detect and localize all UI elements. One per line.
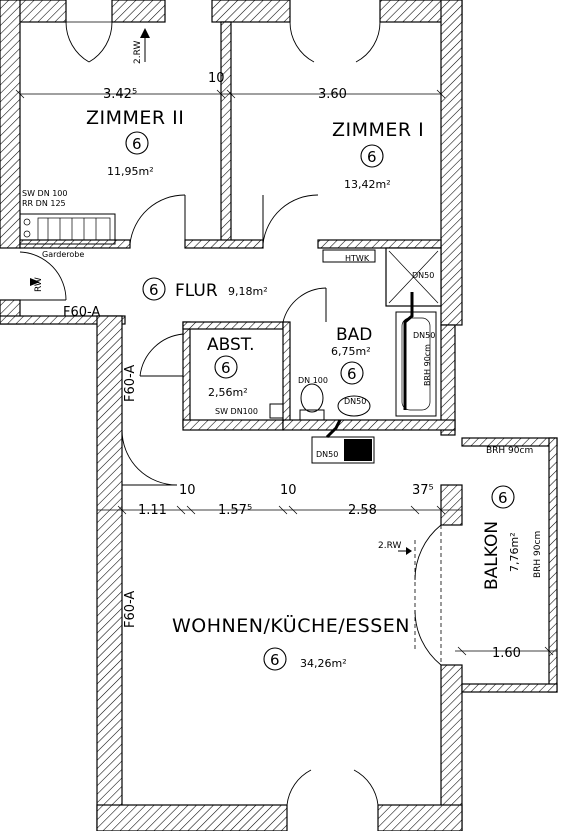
room-name-bad: BAD xyxy=(336,325,372,345)
dimension-lines xyxy=(15,89,557,656)
room-name-wohnen: WOHNEN/KÜCHE/ESSEN xyxy=(172,614,410,637)
label-brh-tub: BRH 90cm xyxy=(423,344,432,386)
label-sw-dn100: SW DN 100 xyxy=(22,189,68,198)
label-rr-dn125: RR DN 125 xyxy=(22,199,66,208)
room-code-bad: 6 xyxy=(347,365,357,383)
room-area-flur: 9,18m² xyxy=(228,285,268,298)
label-garderobe: Garderobe xyxy=(42,250,84,259)
room-area-wohnen: 34,26m² xyxy=(300,657,347,670)
room-name-flur: FLUR xyxy=(175,281,218,301)
label-dn50-kitchen: DN50 xyxy=(316,450,338,459)
room-name-balkon: BALKON xyxy=(482,521,502,590)
dim-mid-b-sep: 10 xyxy=(179,483,196,498)
room-code-zimmer2: 6 xyxy=(132,135,142,153)
room-code-abst: 6 xyxy=(221,359,231,377)
room-code-balkon: 6 xyxy=(498,489,508,507)
dim-mid-d: 37⁵ xyxy=(412,483,434,498)
label-rw-entry: RW xyxy=(34,277,44,292)
dim-top-right: 3.60 xyxy=(318,87,347,102)
dim-mid-c: 2.58 xyxy=(348,503,377,518)
room-code-wohnen: 6 xyxy=(270,651,280,669)
label-htwk: HTWK xyxy=(345,254,370,263)
label-sw-dn100-abst: SW DN100 xyxy=(215,407,258,416)
label-dn50-sink: DN50 xyxy=(344,397,366,406)
label-f60-flur: F60-A xyxy=(123,365,138,402)
dim-mid-a: 1.11 xyxy=(138,503,167,518)
dim-balkon-width: 1.60 xyxy=(492,646,521,661)
room-area-balkon: 7,76m² xyxy=(508,532,521,572)
room-code-zimmer1: 6 xyxy=(367,148,377,166)
room-name-abst: ABST. xyxy=(207,335,255,355)
balkon-brh-side: BRH 90cm xyxy=(533,531,543,578)
label-dn50-shaft: DN50 xyxy=(412,271,434,280)
label-rw-living: 2.RW xyxy=(378,541,401,551)
dim-mid-b: 1.57⁵ xyxy=(218,503,252,518)
dim-top-mid: 10 xyxy=(208,71,225,86)
room-name-zimmer1: ZIMMER I xyxy=(332,119,424,141)
room-area-abst: 2,56m² xyxy=(208,386,248,399)
dim-top-left: 3.42⁵ xyxy=(103,87,137,102)
dim-mid-c-sep: 10 xyxy=(280,483,297,498)
room-name-zimmer2: ZIMMER II xyxy=(86,107,184,129)
fixtures xyxy=(19,22,439,555)
room-code-flur: 6 xyxy=(149,281,159,299)
label-f60-living: F60-A xyxy=(123,591,138,628)
room-area-zimmer2: 11,95m² xyxy=(107,165,154,178)
label-dn50-tub: DN50 xyxy=(413,331,435,340)
label-f60-entry: F60-A xyxy=(63,305,100,320)
doors xyxy=(19,21,442,806)
room-area-bad: 6,75m² xyxy=(331,345,371,358)
room-area-zimmer1: 13,42m² xyxy=(344,178,391,191)
label-dn100-wc: DN 100 xyxy=(298,376,328,385)
label-rw-top: 2.RW xyxy=(133,41,143,64)
balkon-brh-top: BRH 90cm xyxy=(486,446,533,456)
